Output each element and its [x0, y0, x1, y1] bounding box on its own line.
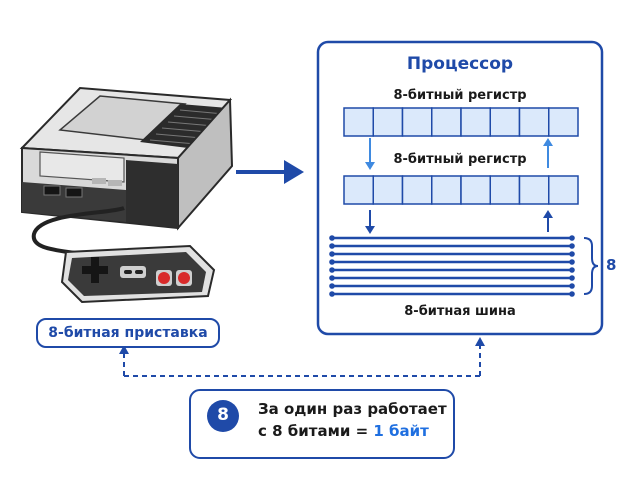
console-label: 8-битная приставка [36, 318, 220, 348]
info-badge [207, 400, 239, 432]
register-cell [343, 175, 374, 205]
register-cell [489, 107, 521, 137]
bus-line-endpoint [329, 251, 335, 257]
down-arrow-icon [365, 210, 375, 234]
register-bottom-label: 8-битный регистр [393, 152, 527, 167]
info-line-2: с 8 битами = 1 байт [258, 420, 450, 442]
up-arrow-icon [543, 210, 553, 232]
register-cell [460, 175, 491, 205]
register-bottom [343, 175, 579, 205]
register-cell [518, 175, 550, 205]
bus-brace [583, 237, 599, 295]
bus-line-endpoint [329, 291, 335, 297]
register-cell [431, 175, 462, 205]
register-cell [460, 107, 491, 137]
info-line-2-accent: 1 байт [373, 422, 429, 440]
game-console [19, 86, 234, 231]
bus-line-endpoint [569, 291, 575, 297]
register-cell [343, 107, 374, 137]
bus-line-endpoint [569, 251, 575, 257]
info-text: За один раз работает с 8 битами = 1 байт [258, 398, 450, 442]
bus-line-endpoint [329, 243, 335, 249]
bus-line-endpoint [329, 283, 335, 289]
processor-title: Процессор [406, 54, 514, 74]
bus-line-endpoint [569, 235, 575, 241]
bus-label: 8-битная шина [404, 304, 516, 319]
register-top-label: 8-битный регистр [393, 88, 527, 103]
data-bus [329, 235, 575, 297]
game-controller [60, 244, 216, 304]
bus-line-endpoint [329, 267, 335, 273]
right-arrow-icon [236, 160, 304, 184]
up-arrow-icon [543, 138, 553, 168]
bus-bit-count: 8 [606, 256, 617, 274]
bus-line-endpoint [569, 275, 575, 281]
info-box [189, 389, 455, 459]
bus-line-endpoint [329, 235, 335, 241]
bus-line-endpoint [329, 259, 335, 265]
register-top [343, 107, 579, 137]
register-cell [372, 175, 404, 205]
register-cell [431, 107, 462, 137]
bus-line-endpoint [329, 275, 335, 281]
register-cell [401, 175, 433, 205]
bus-line-endpoint [569, 283, 575, 289]
info-line-2-prefix: с 8 битами = [258, 422, 369, 440]
bus-line-endpoint [569, 267, 575, 273]
register-cell [548, 175, 579, 205]
bus-line-endpoint [569, 259, 575, 265]
register-cell [548, 107, 579, 137]
register-cell [518, 107, 550, 137]
info-line-1: За один раз работает [258, 400, 447, 418]
info-badge-text: 8 [217, 405, 229, 425]
register-cell [372, 107, 404, 137]
down-arrow-icon [365, 138, 375, 170]
register-cell [489, 175, 521, 205]
dashed-connector [119, 337, 485, 377]
register-cell [401, 107, 433, 137]
bus-line-endpoint [569, 243, 575, 249]
